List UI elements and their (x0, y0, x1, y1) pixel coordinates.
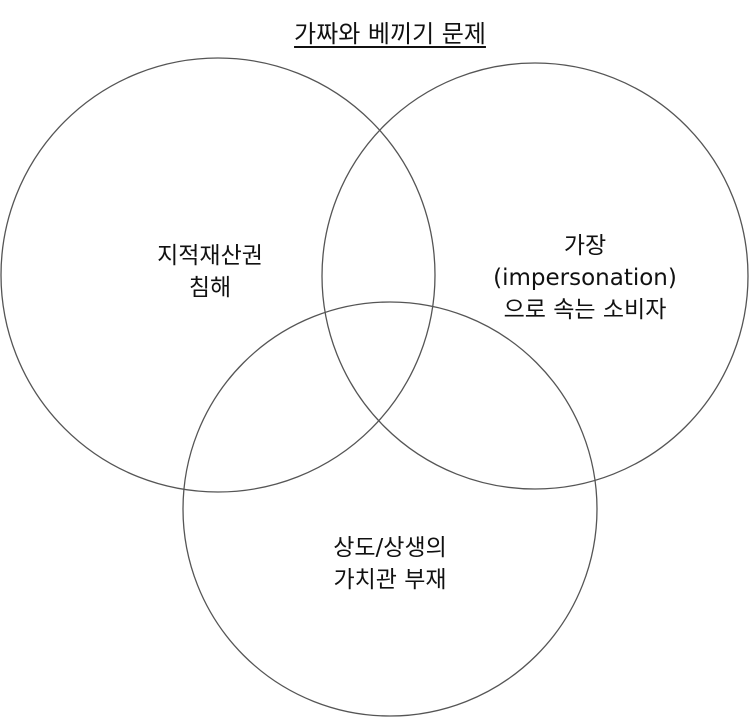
label-line: 침해 (188, 275, 232, 301)
label-line: 으로 속는 소비자 (503, 297, 667, 323)
label-impersonation: 가장 (impersonation) 으로 속는 소비자 (460, 230, 710, 326)
label-line: 상도/상생의 (333, 535, 447, 561)
label-line: 지적재산권 (157, 243, 263, 269)
circle-ethics (182, 301, 598, 717)
label-line: (impersonation) (493, 265, 677, 291)
label-line: 가치관 부재 (333, 567, 447, 593)
diagram-title: 가짜와 베끼기 문제 (294, 20, 486, 48)
label-ethics: 상도/상생의 가치관 부재 (290, 532, 490, 596)
label-line: 가장 (563, 233, 607, 259)
circle-impersonation (321, 62, 749, 490)
circle-ip (0, 57, 436, 493)
label-ip: 지적재산권 침해 (110, 240, 310, 304)
